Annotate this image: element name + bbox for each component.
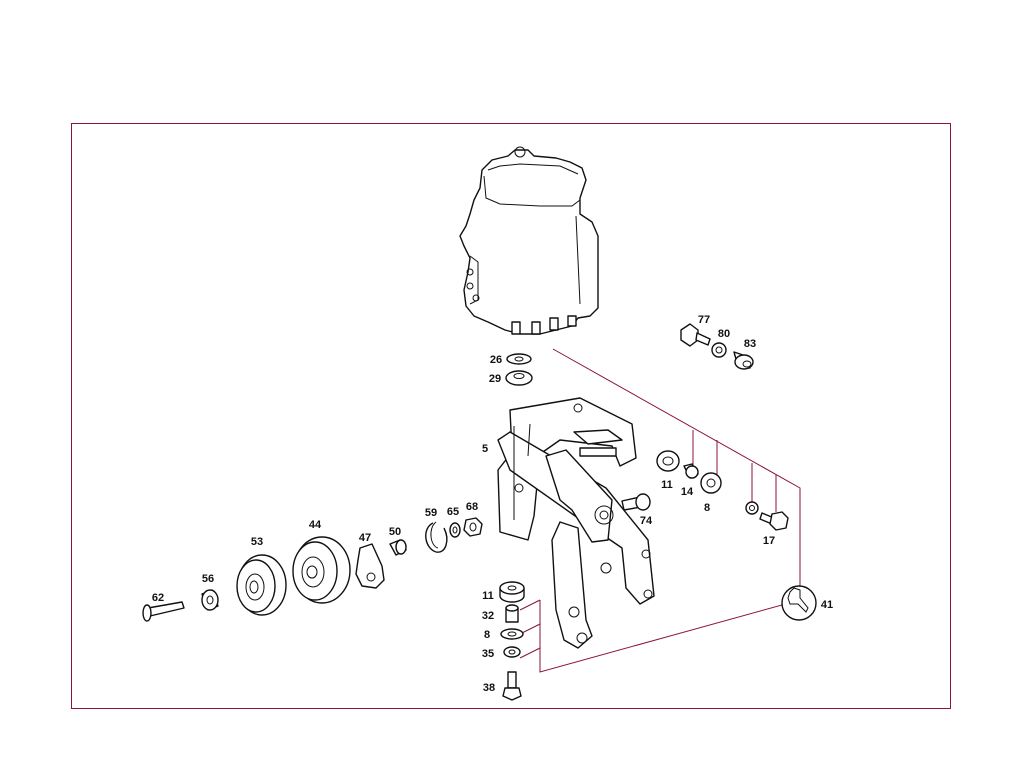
bolt-62: [142, 601, 185, 622]
wrench-icon: [781, 585, 817, 621]
bolt-74: [621, 493, 651, 511]
washer-17: [745, 501, 759, 515]
callout-8-lower: 8: [484, 629, 490, 641]
washer-65: [449, 522, 461, 538]
lever-47: [355, 543, 385, 589]
pulley-53: [236, 554, 287, 616]
callout-74: 74: [640, 515, 653, 527]
callout-17: 17: [763, 535, 775, 547]
callout-53: 53: [251, 536, 263, 548]
washer-29: [505, 370, 533, 386]
callout-labels: 77 80 83 26 29 5 11 14 8 74 17 59 65 68 …: [152, 314, 833, 694]
callout-65: 65: [447, 506, 459, 518]
callout-29: 29: [489, 373, 501, 385]
callout-50: 50: [389, 526, 401, 538]
callout-14: 14: [681, 486, 694, 498]
washer-35: [503, 646, 521, 658]
callout-32: 32: [482, 610, 494, 622]
callout-68: 68: [466, 501, 478, 513]
drawing-frame: [71, 123, 951, 709]
washer-26: [506, 353, 532, 365]
bolt-17: [759, 511, 789, 531]
callout-83: 83: [744, 338, 756, 350]
washer-8-lower: [500, 628, 524, 640]
callout-47: 47: [359, 532, 371, 544]
callout-26: 26: [490, 354, 502, 366]
bracket-5: [497, 397, 655, 649]
callout-5: 5: [482, 443, 488, 455]
pin-14: [683, 463, 699, 479]
bushing-32: [505, 604, 519, 623]
callout-80: 80: [718, 328, 730, 340]
callout-44: 44: [309, 519, 322, 531]
callout-77: 77: [698, 314, 710, 326]
callout-56: 56: [202, 573, 214, 585]
spacer-83: [733, 351, 754, 370]
callout-38: 38: [483, 682, 495, 694]
compressor-body: [459, 146, 599, 335]
callout-41: 41: [821, 599, 833, 611]
bolt-77: [680, 323, 711, 347]
callout-11-lower: 11: [482, 590, 494, 602]
spacer-56: [201, 589, 219, 611]
washer-80: [711, 342, 727, 358]
callout-59: 59: [425, 507, 437, 519]
spacer-11-right: [656, 450, 680, 472]
bushing-50: [389, 539, 407, 556]
callout-8-right: 8: [704, 502, 710, 514]
pulley-44: [292, 536, 351, 604]
nut-68: [463, 517, 483, 537]
circlip-59: [425, 521, 448, 553]
callout-35: 35: [482, 648, 494, 660]
spacer-11-lower: [499, 581, 525, 603]
callout-11-right: 11: [661, 479, 673, 491]
bolt-38: [502, 671, 522, 701]
callout-62: 62: [152, 592, 164, 604]
washer-8-right: [700, 472, 722, 494]
